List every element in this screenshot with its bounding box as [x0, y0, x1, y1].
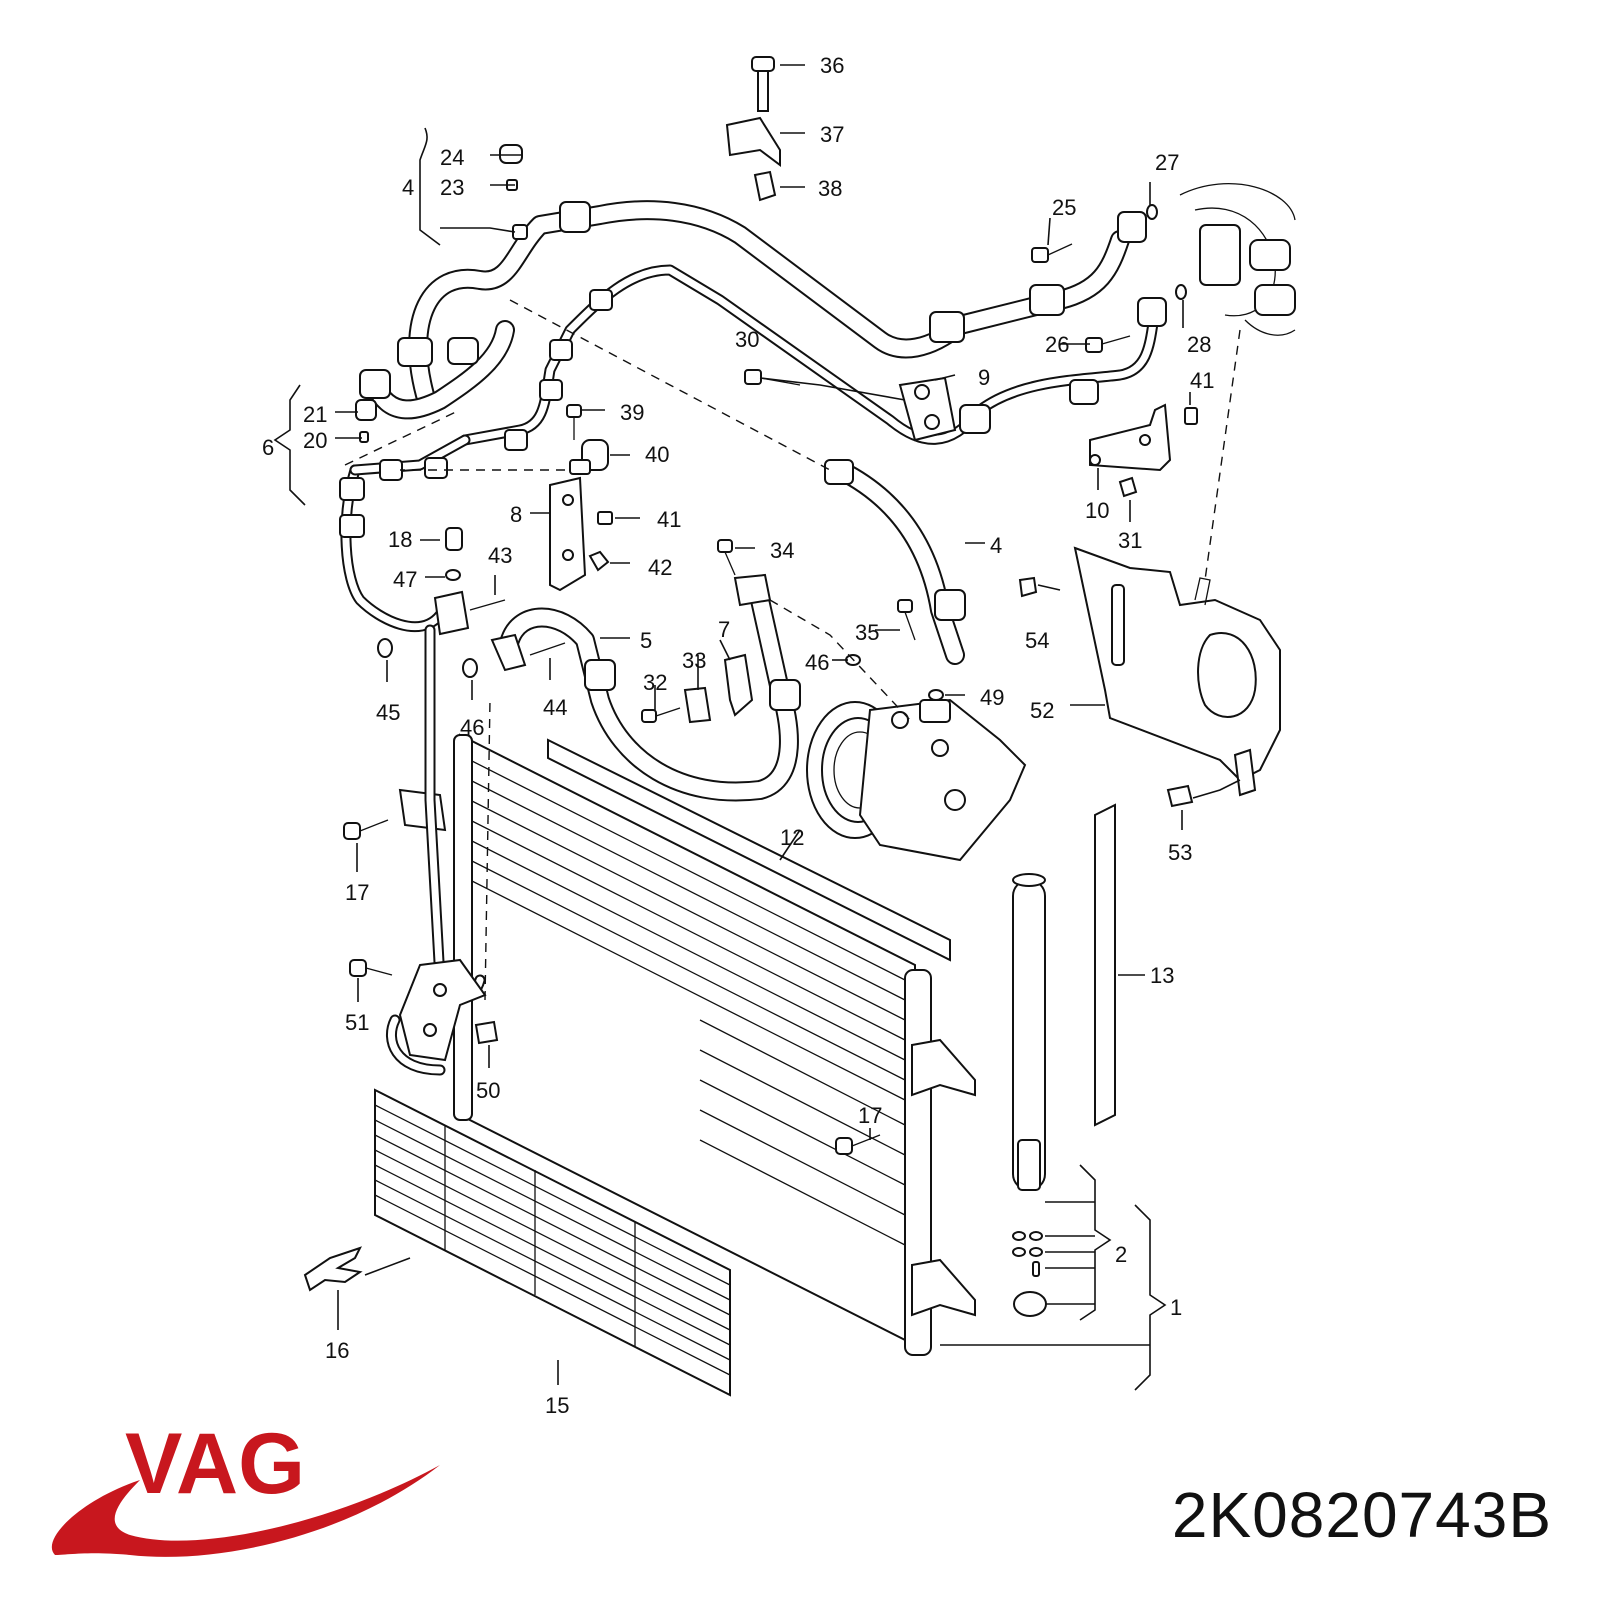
- callout-50: 50: [476, 1078, 500, 1103]
- pipe-clip-40: [569, 439, 609, 475]
- logo-swoosh: [51, 1465, 441, 1557]
- callout-35: 35: [855, 620, 879, 645]
- callout-49: 49: [980, 685, 1004, 710]
- callout-12: 12: [780, 825, 804, 850]
- callout-45: 45: [376, 700, 400, 725]
- air-guide-grille-15: [374, 1088, 731, 1397]
- callout-26: 26: [1045, 332, 1069, 357]
- callout-5: 5: [640, 628, 652, 653]
- pipe-clamp-9: [898, 376, 957, 442]
- callout-4-upper: 4: [402, 175, 414, 200]
- heat-shield-52: [1073, 546, 1281, 782]
- callout-16: 16: [325, 1338, 349, 1363]
- discharge-hose-5: [500, 590, 799, 802]
- pressure-pipe-upper: [459, 264, 1161, 446]
- receiver-drier: [1012, 873, 1046, 1191]
- fasteners: [343, 56, 1257, 1155]
- callout-17-left: 17: [345, 880, 369, 905]
- callout-30: 30: [735, 327, 759, 352]
- callout-10: 10: [1085, 498, 1109, 523]
- clip-16: [303, 1246, 363, 1292]
- callout-13: 13: [1150, 963, 1174, 988]
- callout-18: 18: [388, 527, 412, 552]
- callout-53: 53: [1168, 840, 1192, 865]
- callout-42: 42: [648, 555, 672, 580]
- callout-40: 40: [645, 442, 669, 467]
- callout-4-lower: 4: [990, 533, 1002, 558]
- callout-46-right: 46: [805, 650, 829, 675]
- callout-28: 28: [1187, 332, 1211, 357]
- condenser-left-tank: [453, 734, 473, 1121]
- leader-lines: [273, 64, 1241, 1391]
- callout-7: 7: [718, 617, 730, 642]
- seal-strip-13: [1094, 803, 1116, 1127]
- callout-41-lower: 41: [657, 507, 681, 532]
- callout-38: 38: [818, 176, 842, 201]
- callout-44: 44: [543, 695, 567, 720]
- bracket-10: [1089, 403, 1172, 472]
- callout-9: 9: [978, 365, 990, 390]
- callout-23: 23: [440, 175, 464, 200]
- callout-51: 51: [345, 1010, 369, 1035]
- callout-25: 25: [1052, 195, 1076, 220]
- callout-6: 6: [262, 435, 274, 460]
- callout-47: 47: [393, 567, 417, 592]
- callout-20: 20: [303, 428, 327, 453]
- callout-8: 8: [510, 502, 522, 527]
- callout-33: 33: [682, 648, 706, 673]
- logo-wordmark: VAG: [125, 1416, 305, 1512]
- callout-labels: 36 37 38 24 23 4 27 25 26 28 30 9 41 21 …: [262, 53, 1214, 1418]
- callout-1: 1: [1170, 1295, 1182, 1320]
- hose-loop-left: [365, 320, 515, 420]
- hose-fittings: [339, 201, 1167, 711]
- expansion-valve-housing: [1179, 183, 1296, 336]
- part-number: 2K0820743B: [1171, 1479, 1552, 1551]
- callout-34: 34: [770, 538, 794, 563]
- seal-strip-12: [547, 738, 951, 962]
- connection-block-51: [398, 958, 487, 1062]
- ac-compressor: [806, 698, 1027, 862]
- bracket-8: [549, 476, 587, 592]
- callout-41-upper: 41: [1190, 368, 1214, 393]
- drier-seals: [1012, 1231, 1047, 1317]
- callout-15: 15: [545, 1393, 569, 1418]
- vag-logo: VAG: [51, 1416, 441, 1557]
- callout-54: 54: [1025, 628, 1049, 653]
- callout-39: 39: [620, 400, 644, 425]
- callout-2: 2: [1115, 1242, 1127, 1267]
- callout-43: 43: [488, 543, 512, 568]
- callout-32: 32: [643, 670, 667, 695]
- callout-27: 27: [1155, 150, 1179, 175]
- callout-37: 37: [820, 122, 844, 147]
- callout-36: 36: [820, 53, 844, 78]
- callout-24: 24: [440, 145, 464, 170]
- callout-52: 52: [1030, 698, 1054, 723]
- reference-lines: [344, 299, 1241, 1001]
- callout-17-right: 17: [858, 1103, 882, 1128]
- callout-21: 21: [303, 402, 327, 427]
- callout-31: 31: [1118, 528, 1142, 553]
- callout-46-left: 46: [460, 715, 484, 740]
